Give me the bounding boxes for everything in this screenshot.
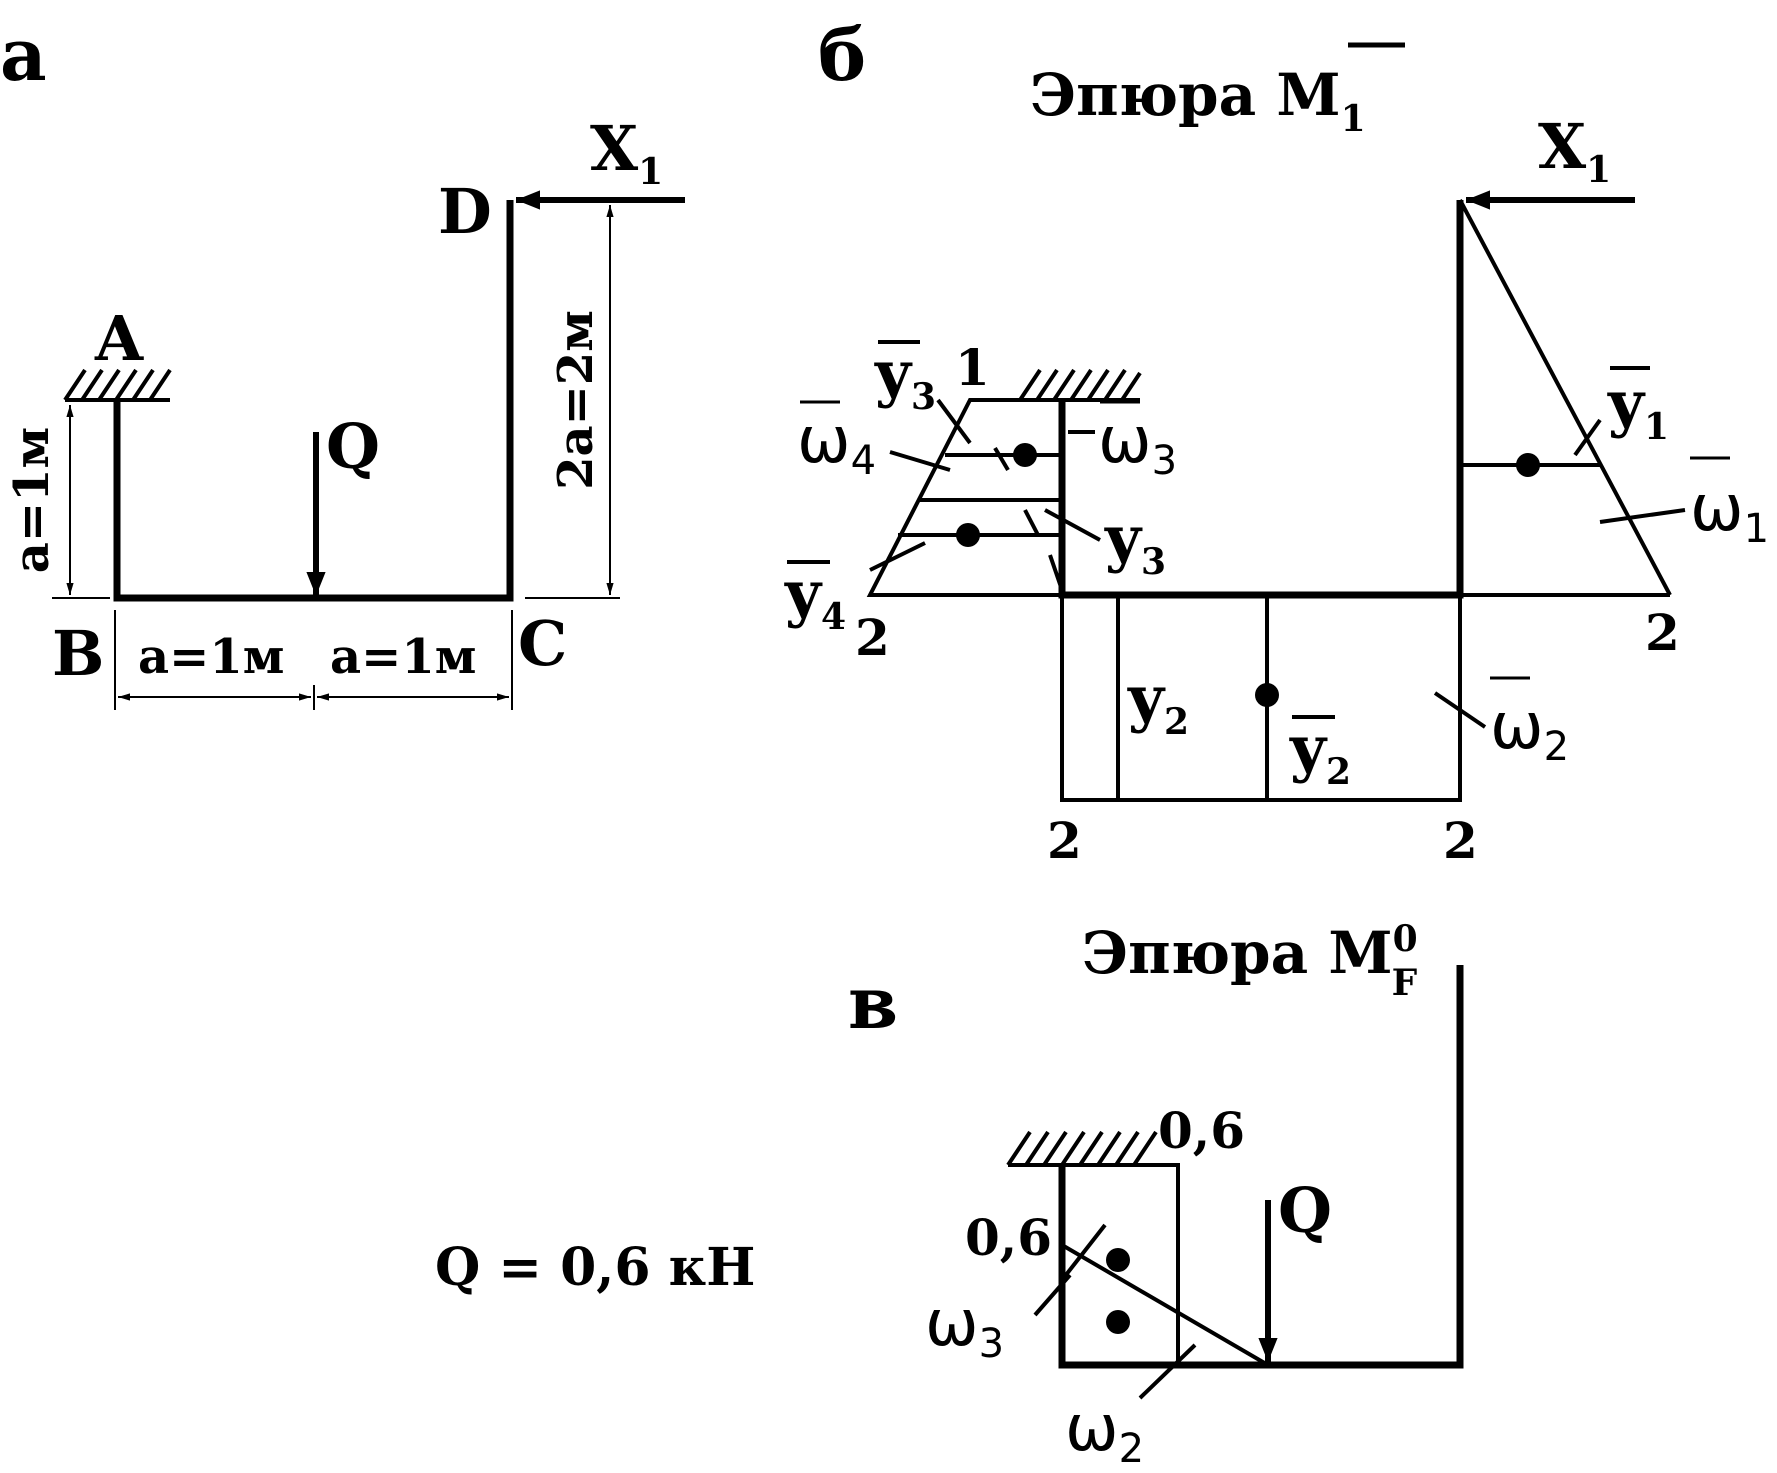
m1-area-label-omega4: ω4 [797, 400, 876, 484]
m1-area-label-omega3: ω3 [1098, 400, 1177, 484]
panel-b-label: б [818, 12, 866, 97]
m1-ordinate-label-y3-bar: y3 [874, 337, 936, 418]
dim-left-height [52, 405, 110, 599]
m1-ordinate-label-y1-bar: y1 [1607, 366, 1669, 448]
force-q-label: Q [326, 410, 380, 483]
svg-text:y3: y3 [874, 337, 936, 418]
m1-value-bottom-right: 2 [1443, 811, 1478, 870]
mf-frame [1058, 965, 1464, 1369]
mf-centroid-upper [1106, 1248, 1130, 1272]
svg-text:ω1: ω1 [1690, 472, 1769, 552]
dim-spans [114, 610, 513, 710]
svg-text:ω3: ω3 [1098, 404, 1177, 484]
svg-text:y3: y3 [1104, 502, 1166, 583]
frame-abcd [113, 200, 514, 602]
m1-value-left-bottom: 2 [855, 608, 890, 667]
panel-c-label: в [848, 960, 898, 1045]
m1-area-label-omega1: ω1 [1690, 456, 1769, 552]
dim-span-left-label: a=1м [138, 629, 284, 685]
m1-centroid-right [1516, 453, 1540, 477]
node-d-label: D [438, 175, 492, 248]
m1-ordinate-label-y4-bar: y4 [784, 557, 846, 638]
dim-span-right-label: a=1м [330, 629, 476, 685]
mf-force-q-label: Q [1278, 1174, 1332, 1247]
svg-text:ω2: ω2 [1490, 690, 1569, 770]
dim-left-height-label: a=1м [4, 427, 60, 573]
mf-fixed-support [1006, 1130, 1172, 1167]
m1-ordinate-label-y2-bar: y2 [1289, 712, 1351, 793]
panel-a-label: а [0, 12, 47, 97]
panel-a-scheme: а A B C D X1 Q a=1м [0, 12, 685, 710]
svg-text:y2: y2 [1289, 712, 1351, 793]
m1-value-left-top: 1 [955, 338, 990, 397]
panel-b-m1-diagram: б Эпюра M1 X1 [784, 12, 1769, 870]
m1-ordinate-label-y3: y3 [1104, 502, 1166, 583]
given-load: Q = 0,6 кН [435, 1237, 755, 1298]
m1-area-bottom [1060, 593, 1487, 802]
m1-centroid-left-lower [956, 523, 980, 547]
svg-text:ω4: ω4 [797, 404, 876, 484]
fixed-support-a [63, 368, 172, 402]
m1-force-x1-label: X1 [1538, 110, 1611, 191]
force-x1-label: X1 [590, 112, 663, 193]
mf-area-label-omega2: ω2 [1065, 1392, 1144, 1472]
dim-right-height-label: 2a=2м [548, 310, 604, 490]
dim-right-height [525, 205, 620, 599]
m1-title: Эпюра M1 [1030, 61, 1366, 140]
m1-centroid-bottom [1255, 683, 1279, 707]
mf-centroid-lower [1106, 1310, 1130, 1334]
m1-area-right [1458, 199, 1686, 597]
svg-text:y2: y2 [1127, 662, 1189, 743]
m1-ordinate-label-y2: y2 [1127, 662, 1189, 743]
node-a-label: A [94, 302, 144, 375]
m1-value-bottom-left: 2 [1047, 811, 1082, 870]
node-b-label: B [52, 617, 104, 690]
mf-value-top: 0,6 [1158, 1101, 1245, 1160]
mf-area-label-omega3: ω3 [925, 1287, 1004, 1367]
m1-centroid-left-upper [1013, 443, 1037, 467]
svg-text:y4: y4 [784, 557, 846, 638]
node-c-label: C [518, 607, 567, 680]
m1-area-label-omega2: ω2 [1490, 676, 1569, 770]
svg-text:y1: y1 [1607, 367, 1669, 448]
mf-area [1033, 1163, 1270, 1400]
mf-value-left: 0,6 [965, 1208, 1052, 1267]
m1-fixed-support [1018, 368, 1142, 402]
m1-value-right-bottom: 2 [1645, 603, 1680, 662]
